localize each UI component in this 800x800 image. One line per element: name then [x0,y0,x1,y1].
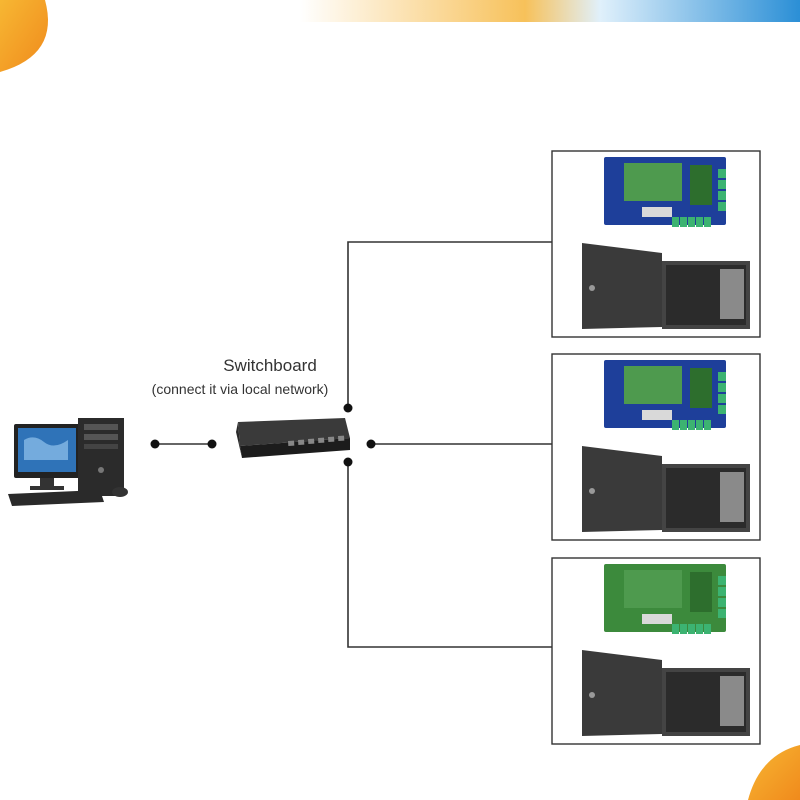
switch-subtitle: (connect it via local network) [151,381,329,397]
link-to-unit-3 [347,462,552,648]
controller-unit-panel [551,150,761,338]
desktop-computer-icon [8,418,128,506]
corner-decoration-bottom-right [748,745,800,800]
computer-switch-link [150,439,217,449]
corner-decoration-top-left [0,0,48,72]
port-dot-1 [343,403,353,413]
switch-title: Switchboard [223,356,317,375]
port-dot-2 [366,439,376,449]
controller-unit-panel [551,353,761,541]
access-control-board-icon [604,157,726,227]
port-dot-3 [343,457,353,467]
power-supply-cabinet-icon [582,446,750,532]
network-switch-icon [236,418,350,458]
access-control-board-icon [604,360,726,430]
power-supply-cabinet-icon [582,243,750,329]
link-to-unit-1 [347,241,552,408]
branch-lines [347,241,552,648]
access-control-board-icon [604,564,726,634]
controller-unit-panel [551,557,761,745]
top-banner [300,0,800,22]
power-supply-cabinet-icon [582,650,750,736]
